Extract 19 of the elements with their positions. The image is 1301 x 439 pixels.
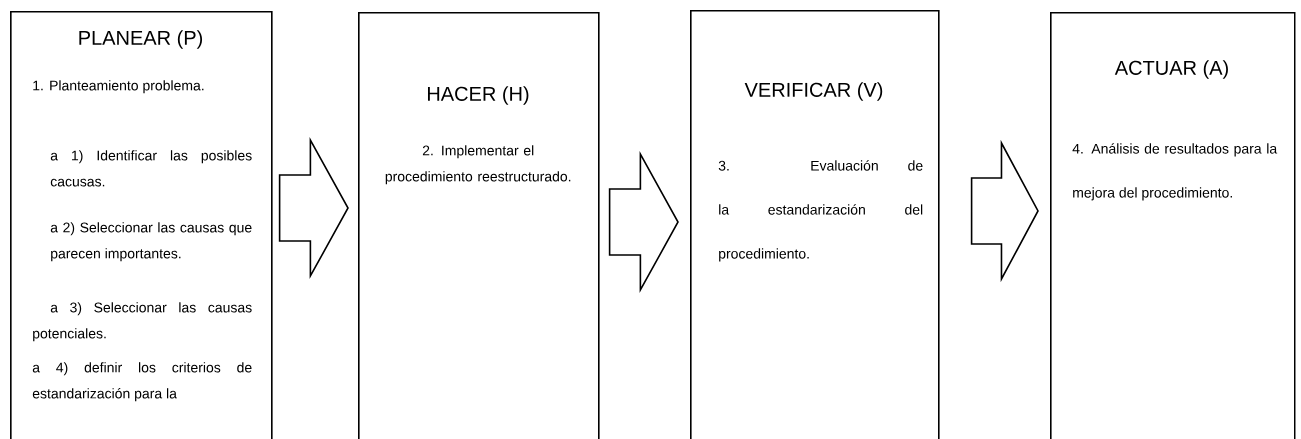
- step-text: a 3) Seleccionar las causas potenciales.: [33, 302, 252, 342]
- heading: HACER (H): [428, 86, 529, 105]
- block-arrow: [278, 136, 349, 280]
- block-arrow: [608, 150, 679, 294]
- process-box: [10, 11, 273, 439]
- block-arrow: [970, 139, 1039, 283]
- step-text: 4. Análisis de resultados para la mejora del procedimiento.: [1072, 143, 1278, 201]
- process-box: [690, 10, 940, 439]
- process-box: [358, 12, 600, 439]
- step-text: 1. Planteamiento problema.: [33, 80, 204, 94]
- step-text: 2. Implementar el procedimiento reestructurado.: [385, 145, 571, 185]
- process-box: [1050, 12, 1296, 439]
- step-text: a 1) Identificar las posibles cacusas.: [50, 150, 252, 187]
- heading: VERIFICAR (V): [744, 82, 883, 101]
- step-text: 3. Evaluación de la estandarización del procedimiento.: [718, 160, 923, 262]
- heading: PLANEAR (P): [79, 30, 203, 49]
- step-text: a 2) Seleccionar las causas que parecen importantes.: [50, 222, 252, 262]
- heading: ACTUAR (A): [1114, 60, 1228, 79]
- step-text: a 4) definir los criterios de estandarización para la: [32, 362, 252, 402]
